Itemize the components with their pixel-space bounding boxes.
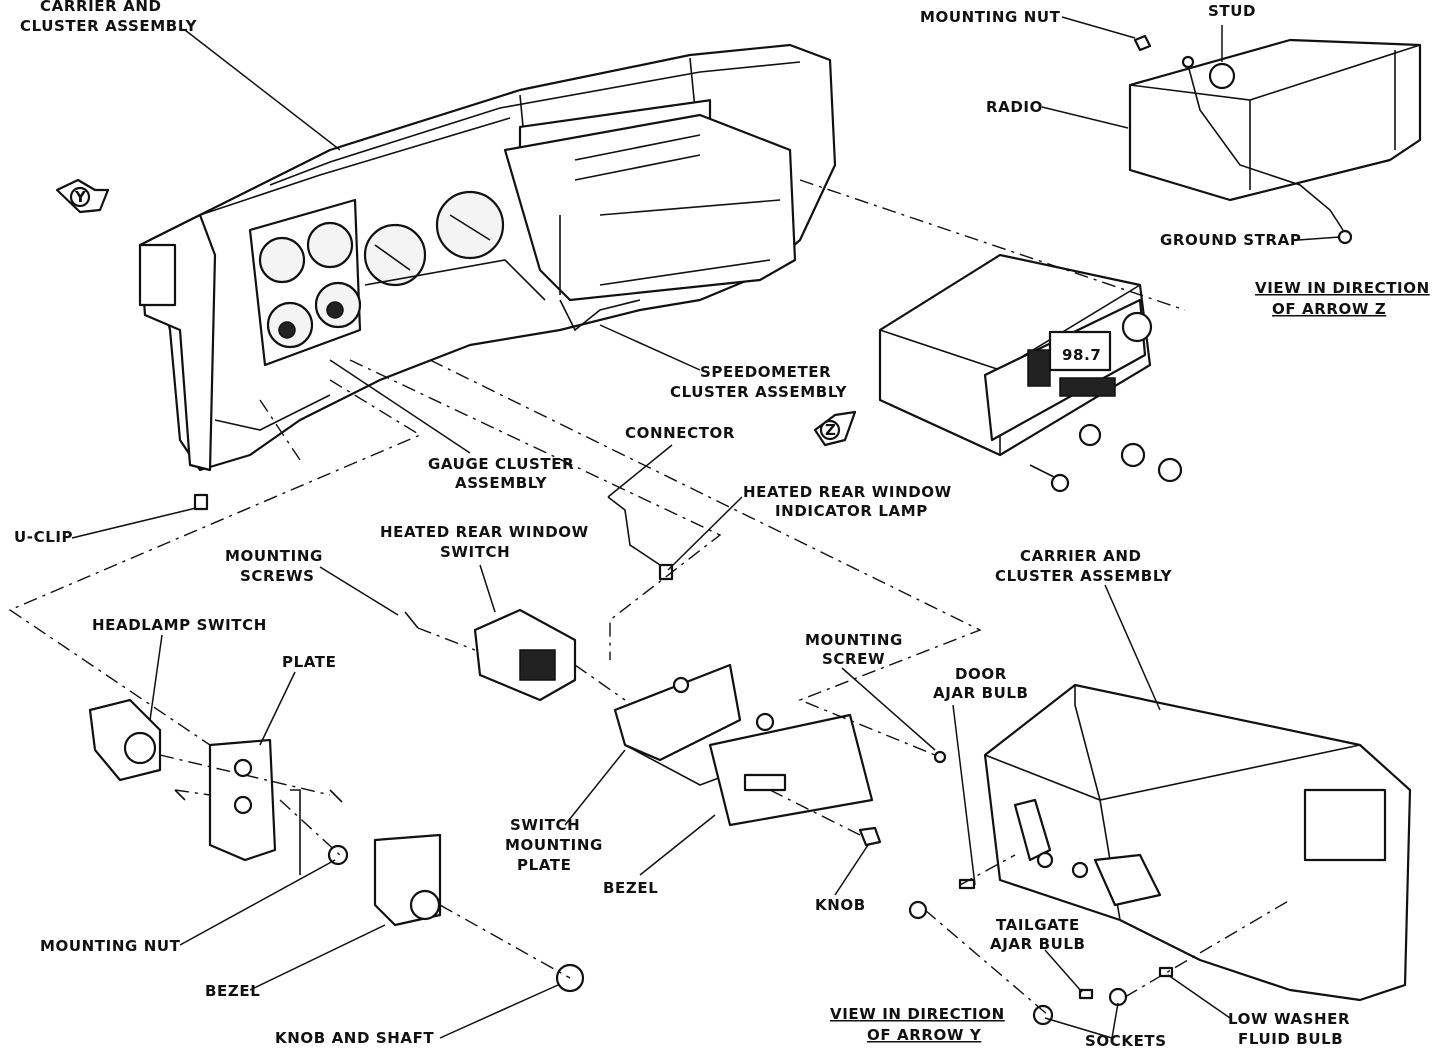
label-mounting-screws-line1: MOUNTING [225,547,323,565]
arrow-y-icon: Y [55,178,110,214]
label-heated-lamp-line1: HEATED REAR WINDOW [743,483,952,501]
label-switch-plate-line1: SWITCH [510,816,580,834]
label-bezel-bottom: BEZEL [205,982,260,1000]
label-mounting-nut-top: MOUNTING NUT [920,8,1061,26]
leader-lines [71,16,1341,1039]
label-heated-lamp-line2: INDICATOR LAMP [775,502,928,520]
label-view-z-line2: OF ARROW Z [1272,300,1386,318]
label-connector: CONNECTOR [625,424,735,442]
label-mounting-nut-bottom: MOUNTING NUT [40,937,181,955]
radio-detail-drawing [1128,34,1422,245]
label-tailgate-line2: AJAR BULB [990,935,1086,953]
label-tailgate-line1: TAILGATE [996,916,1080,934]
label-carrier-top-line1: CARRIER AND [40,0,162,15]
label-low-washer-line2: FLUID BULB [1238,1030,1343,1048]
label-view-y-line2: OF ARROW Y [867,1026,982,1044]
label-mounting-screw-line2: SCREW [822,650,885,668]
radio-unit-drawing: 98.7 [878,253,1183,493]
label-switch-plate-line3: PLATE [517,856,571,874]
label-knob-and-shaft: KNOB AND SHAFT [275,1029,434,1047]
label-carrier-right-line2: CLUSTER ASSEMBLY [995,567,1173,585]
switch-assembly-drawing [404,496,947,847]
label-radio: RADIO [986,98,1043,116]
carrier-view-y-drawing [908,683,1412,1026]
label-speedometer-line1: SPEEDOMETER [700,363,831,381]
arrow-y-letter: Y [74,188,87,206]
label-carrier-right-line1: CARRIER AND [1020,547,1142,565]
label-door-ajar-line2: AJAR BULB [933,684,1029,702]
label-low-washer-line1: LOW WASHER [1228,1010,1350,1028]
label-view-z-line1: VIEW IN DIRECTION [1255,279,1430,297]
alignment-dashed-lines [8,179,1291,1016]
radio-display: 98.7 [1062,346,1101,364]
headlamp-switch-drawing [88,698,585,993]
label-ground-strap: GROUND STRAP [1160,231,1301,249]
arrow-z-icon: Z [813,410,857,447]
label-door-ajar-line1: DOOR [955,665,1007,683]
label-headlamp-switch: HEADLAMP SWITCH [92,616,267,634]
labels: CARRIER AND CLUSTER ASSEMBLY MOUNTING NU… [14,0,1430,1050]
label-switch-plate-line2: MOUNTING [505,836,603,854]
arrow-z-letter: Z [825,421,836,439]
label-sockets: SOCKETS [1085,1032,1167,1050]
carrier-cluster-assembly-drawing [138,43,837,511]
label-knob: KNOB [815,896,866,914]
label-u-clip: U-CLIP [14,528,73,546]
label-stud: STUD [1208,2,1256,20]
label-gauge-cluster-line2: ASSEMBLY [455,474,548,492]
label-heated-switch-line2: SWITCH [440,543,510,561]
label-speedometer-line2: CLUSTER ASSEMBLY [670,383,848,401]
label-carrier-top-line2: CLUSTER ASSEMBLY [20,17,198,35]
label-mounting-screw-line1: MOUNTING [805,631,903,649]
label-bezel-mid: BEZEL [603,879,658,897]
label-mounting-screws-line2: SCREWS [240,567,315,585]
label-gauge-cluster-line1: GAUGE CLUSTER [428,455,574,473]
label-plate: PLATE [282,653,336,671]
label-heated-switch-line1: HEATED REAR WINDOW [380,523,589,541]
label-view-y-line1: VIEW IN DIRECTION [830,1005,1005,1023]
